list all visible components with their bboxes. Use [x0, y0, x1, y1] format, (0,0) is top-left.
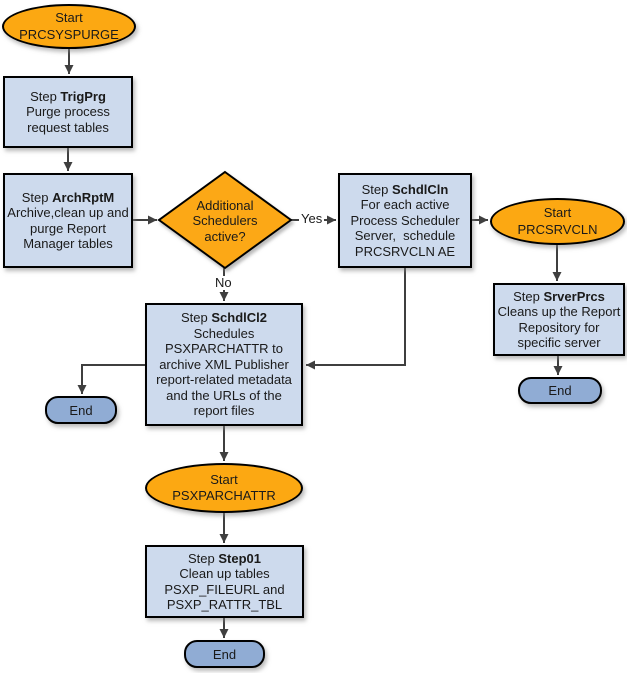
step-kind-label: Step	[513, 288, 544, 304]
step-line: Repository for	[518, 319, 600, 335]
end-node-right: End	[518, 377, 602, 404]
step-line: specific server	[517, 335, 601, 350]
step-schdlcl2: Step SchdlCl2 Schedules PSXPARCHATTR to …	[145, 303, 303, 426]
decision-line: active?	[204, 228, 246, 244]
decision-line: Additional	[196, 197, 254, 213]
step-kind-label: Step	[21, 189, 53, 205]
step-archrptm: Step ArchRptM Archive,clean up and purge…	[3, 173, 133, 268]
step-name-label: Step01	[218, 550, 261, 566]
connector-schdlcln-to-schdlcl2	[306, 268, 406, 370]
end-label: End	[212, 646, 237, 662]
step-line: For each active	[360, 197, 450, 213]
start-node-prcsrvcln: Start PRCSRVCLN	[490, 198, 625, 245]
step-line: Archive,clean up and	[7, 205, 129, 220]
connector-schdlcl2-to-end-left	[77, 364, 145, 394]
step-name-label: SchdlCln	[392, 181, 449, 197]
edge-label-no: No	[213, 275, 234, 290]
step-title: Step SrverPrcs	[513, 289, 605, 305]
step-line: and the URLs of the	[166, 387, 282, 403]
step-title: Step SchdlCln	[362, 182, 449, 198]
step-title: Step Step01	[188, 551, 261, 567]
decision-line: Schedulers	[192, 213, 258, 229]
step-title: Step TrigPrg	[30, 89, 106, 105]
step-kind-label: Step	[361, 181, 392, 197]
step-title: Step SchdlCl2	[181, 310, 267, 326]
step-line: Schedules	[193, 325, 255, 341]
step-line: purge Report	[30, 220, 106, 236]
step-line: Process Scheduler	[350, 212, 460, 228]
step-name-label: SrverPrcs	[543, 288, 605, 304]
step-line: PSXPARCHATTR to	[165, 341, 283, 357]
step-kind-label: Step	[181, 310, 212, 326]
step-line: Clean up tables	[179, 566, 270, 581]
step-name-label: SchdlCl2	[211, 310, 267, 326]
step-name-label: ArchRptM	[52, 189, 115, 205]
process-name: PSXPARCHATTR	[172, 488, 276, 503]
step-line: report files	[193, 403, 255, 419]
end-node-bottom: End	[184, 640, 265, 668]
step-kind-label: Step	[188, 550, 219, 566]
end-label: End	[69, 402, 93, 418]
edge-label-yes: Yes	[299, 211, 325, 226]
step-line: report-related metadata	[156, 372, 292, 388]
start-label: Start	[543, 205, 572, 220]
step-srverprcs: Step SrverPrcs Cleans up the Report Repo…	[493, 283, 625, 356]
step-line: Purge process	[26, 104, 110, 120]
step-line: request tables	[27, 119, 109, 135]
step-trigprg: Step TrigPrg Purge process request table…	[3, 76, 133, 148]
step-line: archive XML Publisher	[159, 356, 289, 372]
step-schdlcln: Step SchdlCln For each active Process Sc…	[338, 173, 472, 268]
step-line: Server, schedule	[354, 228, 456, 244]
step-kind-label: Step	[30, 88, 61, 104]
step-line: Manager tables	[23, 236, 113, 251]
step-line: Cleans up the Report	[497, 304, 621, 319]
process-name: PRCSYSPURGE	[19, 26, 119, 42]
process-name: PRCSRVCLN	[517, 221, 598, 237]
step-line: PRCSRVCLN AE	[354, 243, 456, 259]
step-step01: Step Step01 Clean up tables PSXP_FILEURL…	[145, 545, 304, 618]
step-line: PSXP_RATTR_TBL	[166, 597, 283, 612]
start-node-psxparchattr: Start PSXPARCHATTR	[145, 463, 303, 513]
step-name-label: TrigPrg	[60, 88, 106, 104]
end-node-left: End	[45, 396, 117, 424]
start-label: Start	[55, 10, 83, 25]
end-label: End	[548, 383, 572, 398]
decision-label: Additional Schedulers active?	[159, 197, 291, 245]
step-line: PSXP_FILEURL and	[164, 581, 285, 597]
step-title: Step ArchRptM	[22, 190, 114, 206]
start-node-prcsyspurge: Start PRCSYSPURGE	[2, 4, 136, 49]
decision-diamond	[157, 170, 293, 270]
start-label: Start	[210, 471, 238, 487]
